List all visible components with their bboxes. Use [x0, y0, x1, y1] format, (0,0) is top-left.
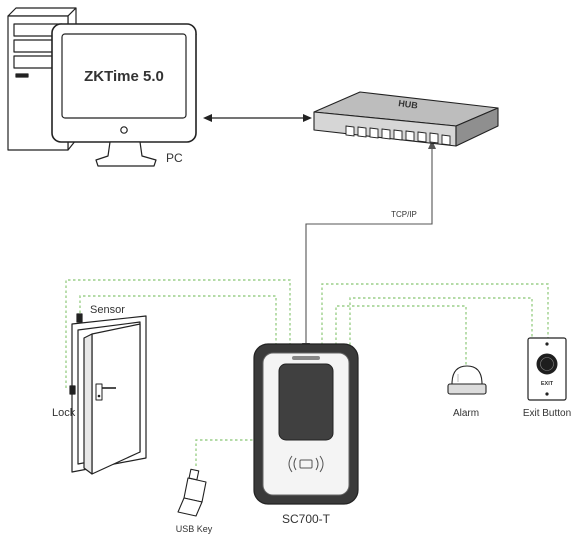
exit-button-wire-2	[349, 297, 533, 350]
door	[69, 313, 147, 475]
sensor-label: Sensor	[90, 304, 125, 316]
door-handle	[95, 383, 103, 401]
tcp-ip-label: TCP/IP	[391, 210, 417, 219]
pc-monitor: ZKTime 5.0	[51, 23, 198, 167]
monitor-stand	[95, 141, 157, 167]
arrow-up-icon	[428, 140, 436, 149]
usb-key-label: USB Key	[176, 524, 213, 534]
device-top-indicator	[292, 356, 320, 360]
device-label: SC700-T	[282, 512, 331, 526]
exit-button-icon	[536, 353, 558, 375]
device-screen	[278, 363, 334, 441]
card-reader-icon	[299, 459, 313, 469]
tcp-ip-link	[305, 148, 433, 346]
pc-screen-text: ZKTime 5.0	[84, 68, 164, 85]
exit-button: EXIT	[527, 337, 567, 401]
usb-key-wire	[195, 439, 258, 466]
hub-label: HUB	[398, 98, 419, 111]
lock-label: Lock	[52, 407, 76, 419]
sc700t-device	[253, 343, 359, 505]
network-links: TCP/IP	[203, 114, 436, 352]
hub-ports	[345, 125, 451, 146]
alarm-wire	[335, 305, 467, 366]
exit-button-label: Exit Button	[523, 408, 571, 419]
exit-button-wire-1	[321, 283, 549, 350]
arrow-right-icon	[303, 114, 312, 122]
wiring	[65, 279, 549, 466]
door-sensor	[76, 313, 83, 323]
pc-label: PC	[166, 151, 183, 165]
sensor-wire	[79, 295, 277, 352]
usb-key	[177, 468, 207, 517]
alarm-label: Alarm	[453, 408, 479, 419]
lock-wire	[65, 279, 291, 388]
alarm	[447, 365, 487, 395]
arrow-left-icon	[203, 114, 212, 122]
monitor-screen	[61, 33, 187, 119]
power-button-icon	[120, 126, 128, 134]
exit-button-text: EXIT	[541, 381, 554, 387]
door-lock	[69, 385, 76, 395]
